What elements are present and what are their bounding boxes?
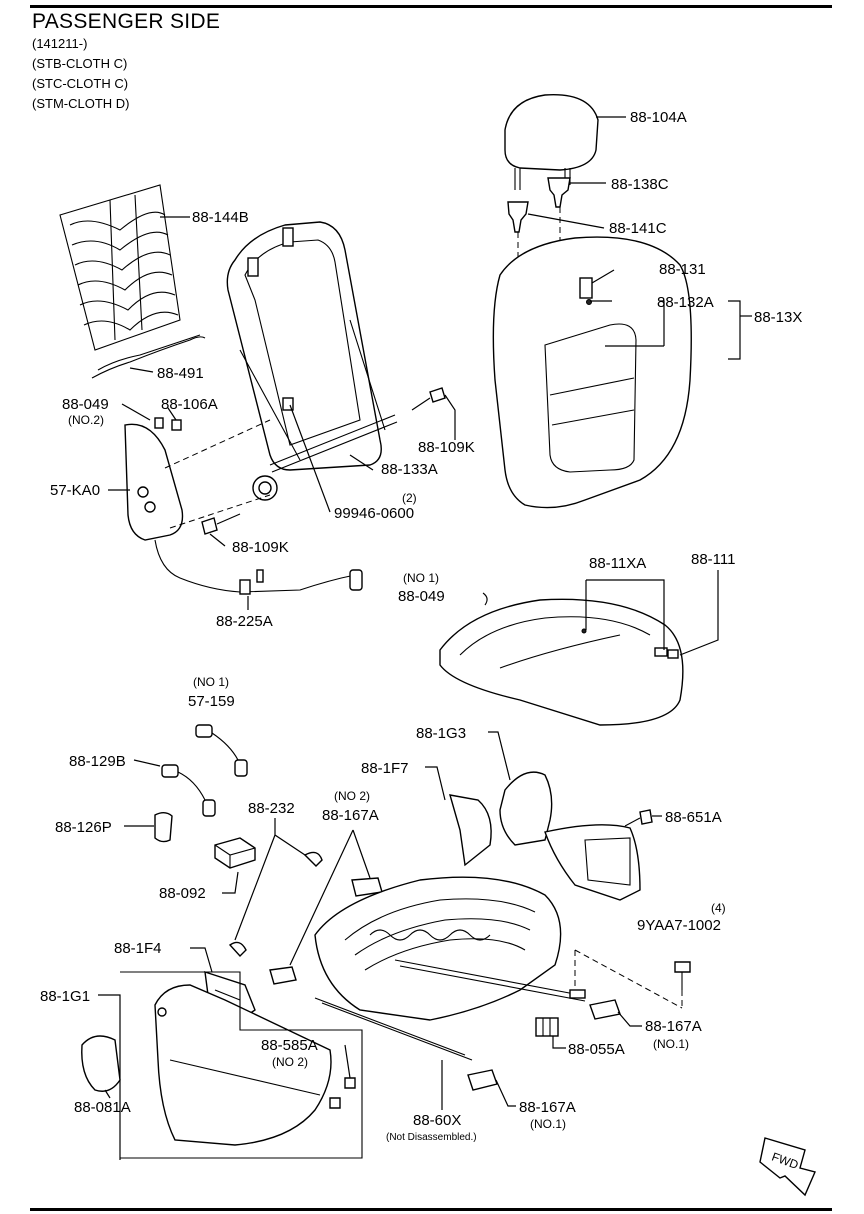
clips-232 bbox=[228, 851, 323, 958]
label-88-585A: 88-585A bbox=[261, 1037, 318, 1054]
label-88-167A-right: 88-167A bbox=[645, 1018, 702, 1035]
headrest-guide-138c bbox=[547, 177, 571, 208]
screws-585a bbox=[329, 1077, 356, 1109]
seatback-frame bbox=[226, 221, 386, 501]
header-line-1: (141211-) bbox=[32, 36, 88, 51]
label-88-049-no1: 88-049 bbox=[398, 588, 445, 605]
label-88-106A: 88-106A bbox=[161, 396, 218, 413]
label-57-159-note: (NO 1) bbox=[193, 675, 229, 689]
clip-167a-bottom bbox=[467, 1069, 498, 1091]
screw-651a bbox=[624, 809, 653, 827]
label-9YAA7-1002: 9YAA7-1002 bbox=[637, 917, 721, 934]
label-88-225A: 88-225A bbox=[216, 613, 273, 630]
label-88-144B: 88-144B bbox=[192, 209, 249, 226]
label-88-126P: 88-126P bbox=[55, 819, 112, 836]
label-88-167A-bottom: 88-167A bbox=[519, 1099, 576, 1116]
label-88-133A: 88-133A bbox=[381, 461, 438, 478]
label-99946-0600: 99946-0600 bbox=[334, 505, 414, 522]
label-88-1F7: 88-1F7 bbox=[361, 760, 409, 777]
label-88-1G3: 88-1G3 bbox=[416, 725, 466, 742]
label-88-60X: 88-60X bbox=[413, 1112, 461, 1129]
label-88-651A: 88-651A bbox=[665, 809, 722, 826]
label-88-13X: 88-13X bbox=[754, 309, 802, 326]
label-88-1F4: 88-1F4 bbox=[114, 940, 162, 957]
knob-081a bbox=[81, 1035, 121, 1092]
label-88-491: 88-491 bbox=[157, 365, 204, 382]
label-88-129B: 88-129B bbox=[69, 753, 126, 770]
header-line-3: (STC-CLOTH C) bbox=[32, 76, 129, 91]
label-88-138C: 88-138C bbox=[611, 176, 669, 193]
knob-panel bbox=[544, 824, 641, 901]
header-line-4: (STM-CLOTH D) bbox=[32, 96, 130, 111]
label-57-159: 57-159 bbox=[188, 693, 235, 710]
label-88-167A-right-note: (NO.1) bbox=[653, 1037, 689, 1051]
module-092 bbox=[214, 837, 256, 869]
label-88-141C: 88-141C bbox=[609, 220, 667, 237]
label-88-049-no1-note: (NO 1) bbox=[403, 571, 439, 585]
label-88-11XA: 88-11XA bbox=[589, 555, 646, 572]
harness-129b bbox=[161, 764, 216, 817]
label-88-092: 88-092 bbox=[159, 885, 206, 902]
bolt-9yaa7 bbox=[674, 961, 691, 990]
headrest-guide-141c bbox=[507, 201, 529, 233]
panel-1f7 bbox=[449, 794, 492, 867]
label-88-131: 88-131 bbox=[659, 261, 706, 278]
bolt-109k-upper bbox=[411, 387, 446, 411]
connector-055a bbox=[535, 1017, 559, 1037]
label-88-111: 88-111 bbox=[691, 551, 735, 568]
spring-mat bbox=[59, 184, 206, 379]
label-88-104A: 88-104A bbox=[630, 109, 687, 126]
label-88-1G1: 88-1G1 bbox=[40, 988, 90, 1005]
recliner-bar-133a bbox=[269, 414, 398, 473]
side-airbag-module bbox=[124, 417, 184, 541]
clip-167a-right bbox=[589, 999, 621, 1020]
label-88-081A: 88-081A bbox=[74, 1099, 131, 1116]
side-shield-1g1 bbox=[154, 984, 332, 1146]
label-88-60X-note: (Not Disassembled.) bbox=[386, 1132, 477, 1143]
panel-1g3 bbox=[499, 771, 553, 846]
bottom-rule bbox=[30, 1208, 832, 1211]
bolt-109k-lower bbox=[201, 513, 241, 535]
header-line-2: (STB-CLOTH C) bbox=[32, 56, 128, 71]
label-88-055A: 88-055A bbox=[568, 1041, 625, 1058]
label-88-167A-top: 88-167A bbox=[322, 807, 379, 824]
diagram-title: PASSENGER SIDE bbox=[32, 10, 221, 33]
label-88-109K-lower: 88-109K bbox=[232, 539, 289, 556]
label-88-049-no2: 88-049 bbox=[62, 396, 109, 413]
label-88-585A-note: (NO 2) bbox=[272, 1055, 308, 1069]
harness-225a bbox=[154, 539, 363, 595]
seatback-cover bbox=[492, 236, 692, 509]
top-rule bbox=[30, 5, 832, 8]
label-88-049-no2-note: (NO.2) bbox=[68, 413, 104, 427]
label-88-109K-upper: 88-109K bbox=[418, 439, 475, 456]
label-88-132A: 88-132A bbox=[657, 294, 714, 311]
headrest bbox=[504, 94, 599, 190]
seat-frame-adjuster bbox=[314, 876, 586, 1061]
seat-cushion bbox=[439, 598, 684, 726]
label-9YAA7-qty: (4) bbox=[711, 901, 726, 915]
label-57-KA0: 57-KA0 bbox=[50, 482, 100, 499]
clips-167a-top bbox=[269, 877, 383, 985]
clip-126p bbox=[154, 812, 173, 843]
label-88-167A-bottom-note: (NO.1) bbox=[530, 1117, 566, 1131]
label-88-232: 88-232 bbox=[248, 800, 295, 817]
fwd-arrow-icon bbox=[759, 1137, 816, 1197]
label-99946-qty: (2) bbox=[402, 491, 417, 505]
harness-57-159 bbox=[195, 724, 248, 777]
label-88-167A-top-note: (NO 2) bbox=[334, 789, 370, 803]
